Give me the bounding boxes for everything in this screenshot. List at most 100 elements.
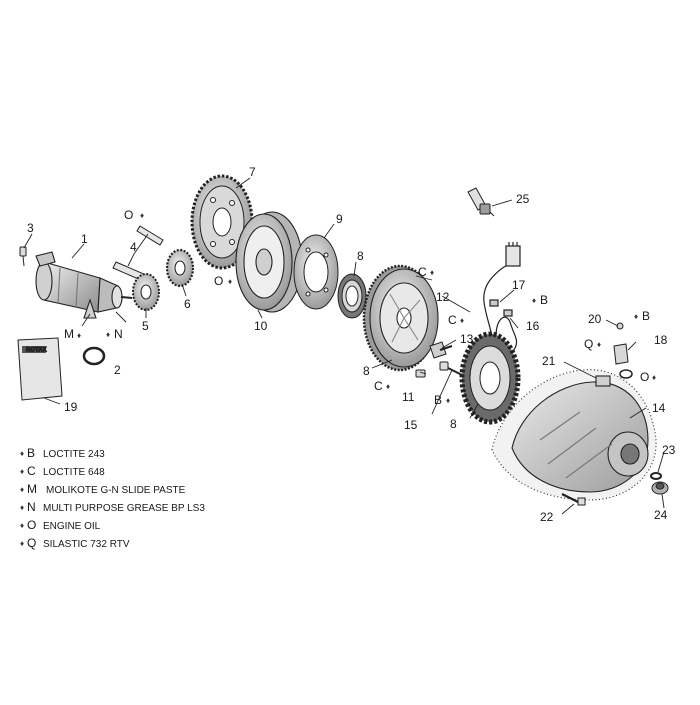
callout-11: 10 xyxy=(254,319,268,333)
legend-item-m: ♦ M MOLIKOTE G-N SLIDE PASTE xyxy=(20,482,186,496)
drop-icon: ♦ xyxy=(140,211,144,220)
drop-icon: ♦ xyxy=(20,539,24,548)
callout-5: 5 xyxy=(142,319,149,333)
callout-15: 14 xyxy=(652,401,666,415)
drop-icon: ♦ xyxy=(460,316,464,325)
callout-16: 15 xyxy=(404,418,418,432)
drop-icon: ♦ xyxy=(20,503,24,512)
part-14-bolt xyxy=(429,341,453,359)
legend-text: LOCTITE 243 xyxy=(43,449,105,460)
callout-18: 17 xyxy=(512,278,526,292)
legend-item-n: ♦ N MULTI PURPOSE GREASE BP LS3 xyxy=(20,500,205,514)
material-markers: O ♦ O ♦ M ♦ ♦ N C ♦ C ♦ C ♦ B ♦ B ♦ B ♦ … xyxy=(64,208,656,407)
callout-8-stator: 8 xyxy=(450,417,457,431)
rotax-logo: ROTAX xyxy=(26,348,47,354)
part-19-fitting xyxy=(613,322,633,379)
drop-icon: ♦ xyxy=(20,485,24,494)
callout-24: 23 xyxy=(662,443,676,457)
drop-icon: ♦ xyxy=(77,331,81,340)
part-7-large-gear xyxy=(190,174,254,270)
part-2-o-ring xyxy=(82,346,106,366)
callout-19: 18 xyxy=(654,333,668,347)
part-24-seal xyxy=(650,472,662,480)
callout-13: 12 xyxy=(436,290,450,304)
legend-text: LOCTITE 648 xyxy=(43,467,105,478)
callout-17: 16 xyxy=(526,319,540,333)
legend-code: C xyxy=(27,464,36,478)
callout-2: 2 xyxy=(114,363,121,377)
marker-c-13: C xyxy=(418,265,427,279)
marker-q-22: Q xyxy=(584,337,593,351)
marker-b-16: B xyxy=(434,393,442,407)
marker-m: M xyxy=(64,327,74,341)
part-15-generator-cover xyxy=(491,369,657,501)
legend: ♦ B LOCTITE 243 ♦ C LOCTITE 648 ♦ M MOLI… xyxy=(20,446,205,550)
marker-b-18: B xyxy=(540,293,548,307)
callout-14: 13 xyxy=(460,332,474,346)
legend-text: ENGINE OIL xyxy=(43,521,101,532)
marker-o-19: O xyxy=(640,370,649,384)
legend-text: MULTI PURPOSE GREASE BP LS3 xyxy=(43,503,205,514)
legend-code: N xyxy=(27,500,36,514)
drop-icon: ♦ xyxy=(532,296,536,305)
marker-n: N xyxy=(114,327,123,341)
drop-icon: ♦ xyxy=(20,521,24,530)
part-8-rotor xyxy=(362,264,439,372)
part-4-pins xyxy=(112,225,164,282)
drop-icon: ♦ xyxy=(597,340,601,349)
marker-c-17: C xyxy=(448,313,457,327)
callout-22: 21 xyxy=(542,354,556,368)
legend-code: Q xyxy=(27,536,36,550)
part-25-plug xyxy=(651,481,669,495)
drop-icon: ♦ xyxy=(446,396,450,405)
drop-icon: ♦ xyxy=(20,449,24,458)
callout-10: 9 xyxy=(336,212,343,226)
callout-6: 6 xyxy=(184,297,191,311)
wiring-harness xyxy=(483,242,521,351)
callout-1: 1 xyxy=(81,232,88,246)
legend-text: MOLIKOTE G-N SLIDE PASTE xyxy=(46,485,186,496)
legend-item-b: ♦ B LOCTITE 243 xyxy=(20,446,105,460)
part-26-sensor xyxy=(467,187,495,217)
callout-12: 11 xyxy=(402,390,415,404)
callout-9: 8 xyxy=(357,249,364,263)
callout-numbers: 3 1 2 4 5 6 7 9 8 10 8 11 12 13 15 8 16 … xyxy=(27,165,676,524)
legend-code: O xyxy=(27,518,36,532)
marker-b-21: B xyxy=(642,309,650,323)
drop-icon: ♦ xyxy=(634,312,638,321)
marker-o-pins: O xyxy=(124,208,133,222)
callout-25: 24 xyxy=(654,508,668,522)
callout-23: 22 xyxy=(540,510,554,524)
part-20-manual-booklet: ROTAX xyxy=(17,337,63,401)
part-5-small-gear xyxy=(132,273,160,311)
part-9-bearing xyxy=(337,273,367,319)
legend-code: M xyxy=(27,482,37,496)
callout-26: 25 xyxy=(516,192,530,206)
part-8-stator xyxy=(459,331,521,425)
drop-icon: ♦ xyxy=(106,330,110,339)
marker-c-12: C xyxy=(374,379,383,393)
drop-icon: ♦ xyxy=(386,382,390,391)
part-3-bolt xyxy=(19,246,27,267)
callout-3: 3 xyxy=(27,221,34,235)
legend-item-q: ♦ Q SILASTIC 732 RTV xyxy=(20,536,130,550)
callout-4: 4 xyxy=(130,240,137,254)
callout-7: 7 xyxy=(249,165,256,179)
callout-21: 20 xyxy=(588,312,602,326)
drop-icon: ♦ xyxy=(20,467,24,476)
legend-text: SILASTIC 732 RTV xyxy=(43,539,130,550)
drop-icon: ♦ xyxy=(430,268,434,277)
leader-lines xyxy=(23,177,665,515)
legend-item-o: ♦ O ENGINE OIL xyxy=(20,518,101,532)
drop-icon: ♦ xyxy=(228,277,232,286)
part-6-gear xyxy=(165,248,195,288)
drop-icon: ♦ xyxy=(652,373,656,382)
marker-o-gear: O xyxy=(214,274,223,288)
legend-code: B xyxy=(27,446,35,460)
callout-20: 19 xyxy=(64,400,78,414)
part-1-starter-motor xyxy=(35,251,133,319)
legend-item-c: ♦ C LOCTITE 648 xyxy=(20,464,105,478)
part-10-plate xyxy=(293,234,339,310)
